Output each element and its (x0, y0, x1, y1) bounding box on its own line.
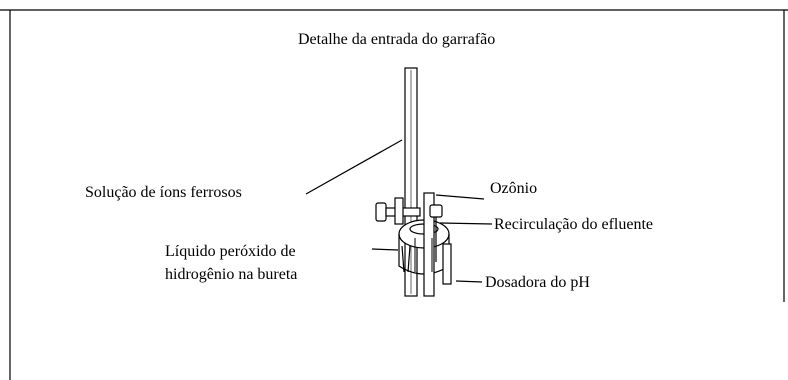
clamp-knob (375, 202, 387, 222)
peroxide-burette (401, 245, 411, 273)
label-ferrous-solution: Solução de íons ferrosos (85, 184, 242, 201)
label-ph-doser: Dosadora do pH (485, 274, 590, 291)
leader-recirculation (439, 222, 493, 225)
ph-doser-tube (442, 243, 452, 285)
leader-ozone (435, 194, 485, 200)
ozone-tube (423, 192, 435, 297)
leader-ph-doser (455, 280, 483, 283)
recirculation-coupling (429, 204, 443, 218)
diagram-title: Detalhe da entrada do garrafão (298, 31, 495, 48)
leader-peroxide (371, 248, 399, 251)
clamp-stem (394, 197, 404, 225)
leader-ferrous-solution (305, 139, 403, 195)
label-peroxide-line-1: Líquido peróxido de (165, 243, 296, 260)
label-peroxide-line-2: hidrogênio na bureta (165, 266, 297, 283)
label-effluent-recirculation: Recirculação do efluente (494, 216, 653, 233)
label-ozone: Ozônio (490, 180, 537, 197)
